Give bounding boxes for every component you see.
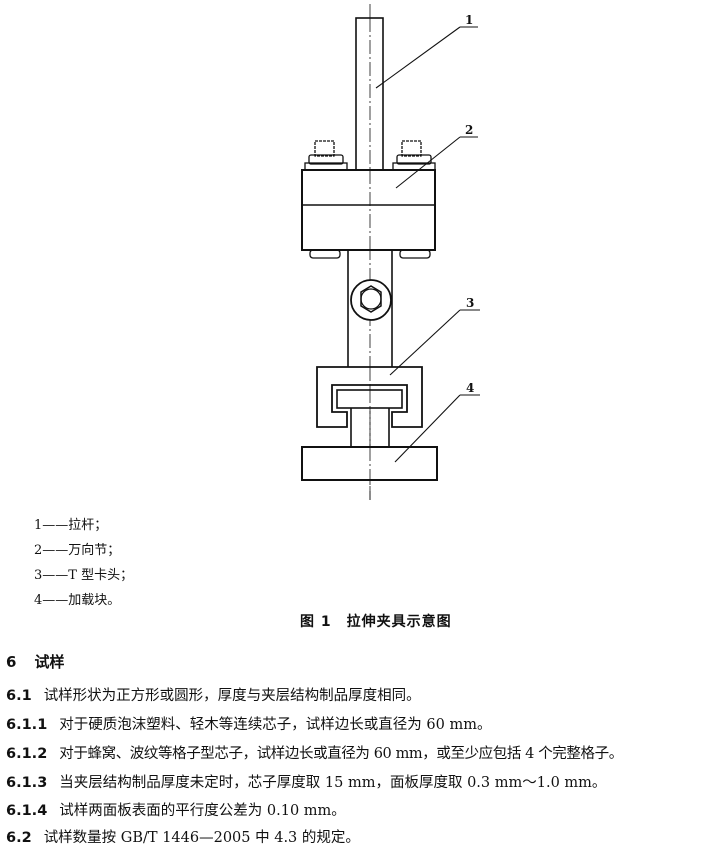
hex-bolt [350, 279, 392, 321]
tensile-fixture-diagram: 1 2 3 4 [301, 4, 480, 500]
clause-text: 试样数量按 GB/T 1446—2005 中 4.3 的规定。 [43, 830, 360, 846]
bottom-nuts [309, 249, 431, 259]
section-title: 试样 [34, 653, 65, 671]
t-clamp [316, 366, 423, 428]
clause-number: 6.1.4 [6, 803, 48, 819]
legend-item: 1——拉杆； [34, 518, 108, 533]
legend-item: 3——T 型卡头； [34, 568, 134, 583]
clause-number: 6.1.3 [6, 775, 48, 791]
clause: 6.1 试样形状为正方形或圆形，厚度与夹层结构制品厚度相同。 [6, 684, 421, 705]
clause: 6.1.2 对于蜂窝、波纹等格子型芯子，试样边长或直径为 60 mm，或至少应包括… [6, 742, 623, 763]
clause-text: 试样形状为正方形或圆形，厚度与夹层结构制品厚度相同。 [43, 688, 421, 704]
clause: 6.2 试样数量按 GB/T 1446—2005 中 4.3 的规定。 [6, 826, 360, 847]
callout-2: 2 [465, 123, 473, 137]
clause-number: 6.1.1 [6, 717, 48, 733]
legend-item: 4——加载块。 [34, 593, 121, 608]
section-number: 6 [6, 653, 17, 671]
clause-number: 6.2 [6, 830, 32, 846]
clause-text: 试样两面板表面的平行度公差为 0.10 mm。 [59, 803, 346, 819]
clause-number: 6.1.2 [6, 746, 48, 762]
section-heading: 6 试样 [6, 651, 64, 672]
universal-joint [301, 169, 436, 251]
callout-3: 3 [466, 296, 474, 310]
clause: 6.1.4 试样两面板表面的平行度公差为 0.10 mm。 [6, 799, 346, 820]
clause: 6.1.1 对于硬质泡沫塑料、轻木等连续芯子，试样边长或直径为 60 mm。 [6, 713, 491, 734]
legend-item: 2——万向节； [34, 543, 121, 558]
callout-4: 4 [466, 381, 474, 395]
loading-block [301, 446, 438, 481]
figure-caption: 图 1 拉伸夹具示意图 [300, 614, 452, 630]
pull-rod [355, 17, 384, 171]
clause: 6.1.3 当夹层结构制品厚度未定时，芯子厚度取 15 mm，面板厚度取 0.3 … [6, 771, 606, 792]
clause-text: 当夹层结构制品厚度未定时，芯子厚度取 15 mm，面板厚度取 0.3 mm～1.… [59, 775, 607, 791]
callout-1: 1 [465, 13, 473, 27]
clause-number: 6.1 [6, 688, 32, 704]
clause-text: 对于蜂窝、波纹等格子型芯子，试样边长或直径为 60 mm，或至少应包括 4 个完… [59, 746, 623, 762]
clause-text: 对于硬质泡沫塑料、轻木等连续芯子，试样边长或直径为 60 mm。 [59, 717, 492, 733]
